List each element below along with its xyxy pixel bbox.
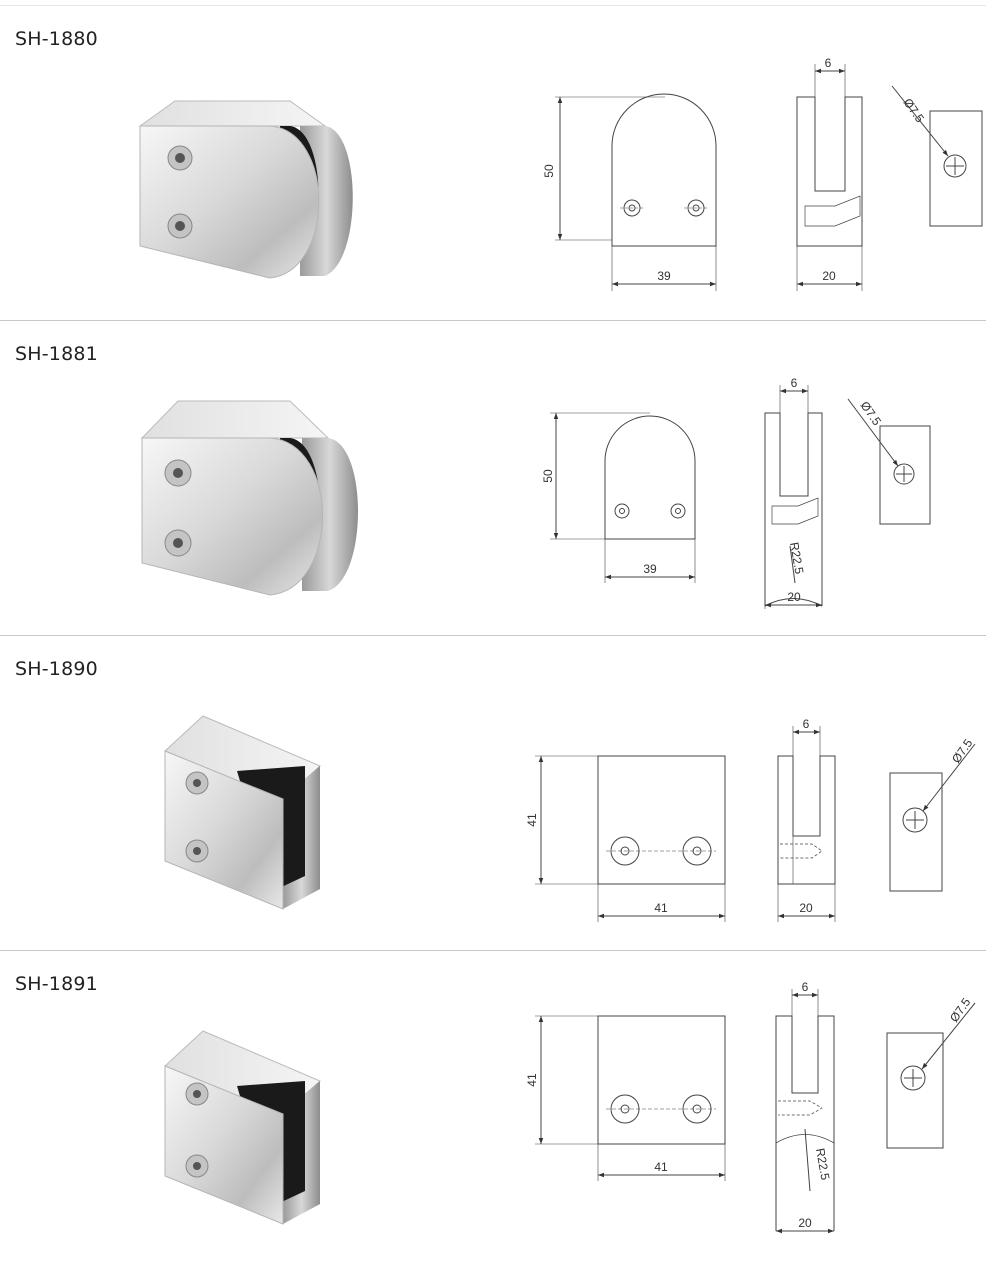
front-width-label: 39 xyxy=(643,562,657,576)
square-clamp-photo xyxy=(164,1030,321,1225)
round-clamp-photo xyxy=(138,100,353,279)
product-code: SH-1880 xyxy=(15,28,98,50)
radius-label: R22.5 xyxy=(813,1147,832,1181)
hole-diameter-label: Ø7.5 xyxy=(858,399,885,429)
depth-label: 20 xyxy=(822,269,836,283)
front-height-label: 50 xyxy=(541,469,555,483)
depth-label: 20 xyxy=(799,901,813,915)
front-width-label: 39 xyxy=(657,269,671,283)
round-clamp-photo xyxy=(140,400,358,596)
product-code: SH-1890 xyxy=(15,658,98,680)
section-divider xyxy=(0,950,986,951)
hole-diameter-label: Ø7.5 xyxy=(901,96,928,126)
section-divider xyxy=(0,635,986,636)
depth-label: 20 xyxy=(798,1216,812,1230)
front-height-label: 41 xyxy=(525,1073,539,1087)
product-section-sh-1890: SH-1890 xyxy=(0,636,1000,951)
product-section-sh-1880: SH-1880 xyxy=(0,6,1000,321)
product-code: SH-1891 xyxy=(15,973,98,995)
radius-label: R22.5 xyxy=(787,541,806,575)
slot-width-label: 6 xyxy=(791,376,798,390)
front-height-label: 41 xyxy=(525,813,539,827)
front-width-label: 41 xyxy=(654,901,668,915)
technical-drawing: 50 39 6 R22.5 20 Ø7.5 xyxy=(541,376,931,609)
technical-drawing: 41 41 6 R22.5 20 Ø7.5 xyxy=(525,980,976,1234)
front-height-label: 50 xyxy=(542,164,556,178)
slot-width-label: 6 xyxy=(825,56,832,70)
section-divider xyxy=(0,320,986,321)
slot-width-label: 6 xyxy=(803,717,810,731)
square-clamp-photo xyxy=(164,715,321,910)
slot-width-label: 6 xyxy=(802,980,809,994)
technical-drawing: 41 41 6 20 Ø7.5 xyxy=(525,717,976,922)
product-code: SH-1881 xyxy=(15,343,98,365)
product-section-sh-1881: SH-1881 xyxy=(0,321,1000,636)
product-section-sh-1891: SH-1891 xyxy=(0,951,1000,1266)
top-divider xyxy=(0,5,986,6)
technical-drawing: 50 39 6 20 Ø7.5 xyxy=(542,56,983,291)
hole-diameter-label: Ø7.5 xyxy=(949,736,976,766)
front-width-label: 41 xyxy=(654,1160,668,1174)
depth-label: 20 xyxy=(787,590,801,604)
